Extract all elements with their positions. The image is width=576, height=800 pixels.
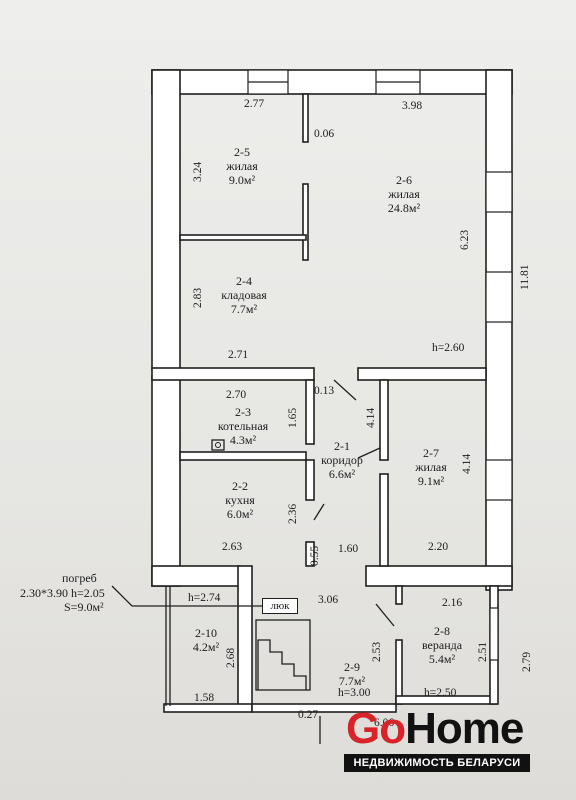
interior-walls xyxy=(111,93,499,744)
room-2-7-id: 2-7 xyxy=(422,446,439,460)
room-2-5-name: жилая xyxy=(226,159,258,173)
room-2-1-id: 2-1 xyxy=(334,439,350,453)
room-2-2-name: кухня xyxy=(225,493,255,507)
room-2-1-name: коридор xyxy=(321,453,363,467)
dim-2-70: 2.70 xyxy=(226,389,247,401)
dim-1-65: 1.65 xyxy=(287,407,299,428)
room-2-5-label: 2-5 жилая 9.0м² xyxy=(226,145,258,187)
dim-2-53: 2.53 xyxy=(371,641,383,662)
cellar-area: S=9.0м² xyxy=(64,600,104,614)
room-2-3-label: 2-3 котельная 4.3м² xyxy=(218,405,268,447)
room-2-6-name: жилая xyxy=(388,187,420,201)
dim-2-20: 2.20 xyxy=(428,541,449,553)
gohome-logo: GoHome xyxy=(346,704,524,753)
room-2-2-area: 6.0м² xyxy=(226,507,254,521)
dim-2-36: 2.36 xyxy=(287,503,299,524)
room-2-3-name: котельная xyxy=(217,419,269,433)
room-2-1-label: 2-1 коридор 6.6м² xyxy=(321,439,363,481)
height-label-2-8: h=2.50 xyxy=(424,687,457,699)
room-2-1-area: 6.6м² xyxy=(328,467,356,481)
room-2-6-id: 2-6 xyxy=(395,173,412,187)
logo-tagline: НЕДВИЖИМОСТЬ БЕЛАРУСИ xyxy=(344,754,530,772)
dim-3-24: 3.24 xyxy=(192,161,204,182)
height-label-2-10: h=2.74 xyxy=(188,592,221,604)
room-2-4-id: 2-4 xyxy=(235,274,252,288)
room-2-4-name: кладовая xyxy=(221,288,267,302)
dim-3-06: 3.06 xyxy=(318,594,339,606)
dim-0-13: 0.13 xyxy=(314,385,335,397)
room-2-9-id: 2-9 xyxy=(343,660,360,674)
room-2-2-id: 2-2 xyxy=(231,479,248,493)
room-2-6-area: 24.8м² xyxy=(387,201,421,215)
room-2-4-area: 7.7м² xyxy=(230,302,258,316)
cellar-size: 2.30*3.90 h=2.05 xyxy=(20,586,105,600)
dim-2-51: 2.51 xyxy=(477,641,489,662)
room-2-8-area: 5.4м² xyxy=(428,652,456,666)
dim-1-58: 1.58 xyxy=(194,692,215,704)
outer-walls xyxy=(151,69,513,591)
room-2-10-label: 2-10 4.2м² xyxy=(193,626,219,654)
room-2-10-area: 4.2м² xyxy=(192,640,220,654)
room-2-9-label: 2-9 7.7м² xyxy=(339,660,365,688)
cellar-hatch-label: люк xyxy=(262,598,298,614)
room-2-8-name: веранда xyxy=(421,638,463,652)
height-label-2-9: h=3.00 xyxy=(338,687,371,699)
dim-0-55: 0.55 xyxy=(309,545,321,566)
dim-2-68: 2.68 xyxy=(225,647,237,668)
dim-1-60: 1.60 xyxy=(338,543,359,555)
room-2-8-label: 2-8 веранда 5.4м² xyxy=(422,624,462,666)
room-2-8-id: 2-8 xyxy=(433,624,450,638)
dim-4-14-corridor: 4.14 xyxy=(365,407,377,428)
dim-6-23: 6.23 xyxy=(459,229,471,250)
room-2-3-id: 2-3 xyxy=(235,405,251,419)
dim-2-16: 2.16 xyxy=(442,597,463,609)
room-2-3-area: 4.3м² xyxy=(229,433,257,447)
dim-3-98: 3.98 xyxy=(402,100,423,112)
dim-2-83: 2.83 xyxy=(192,287,204,308)
dim-11-81: 11.81 xyxy=(519,264,531,290)
room-2-9-area: 7.7м² xyxy=(338,674,366,688)
room-2-6-label: 2-6 жилая 24.8м² xyxy=(388,173,420,215)
dim-6-06: 6.06 xyxy=(374,717,395,729)
dim-0-06: 0.06 xyxy=(314,128,335,140)
room-2-5-id: 2-5 xyxy=(233,145,250,159)
room-2-7-label: 2-7 жилая 9.1м² xyxy=(415,446,447,488)
room-2-4-label: 2-4 кладовая 7.7м² xyxy=(221,274,267,316)
dim-2-71: 2.71 xyxy=(228,349,249,361)
logo-go-text: Go xyxy=(346,704,406,753)
dim-4-14-room: 4.14 xyxy=(461,453,473,474)
cellar-title: погреб xyxy=(62,571,97,585)
room-2-5-area: 9.0м² xyxy=(228,173,256,187)
room-2-10-id: 2-10 xyxy=(194,626,217,640)
dim-2-77: 2.77 xyxy=(244,98,265,110)
room-2-2-label: 2-2 кухня 6.0м² xyxy=(225,479,255,521)
room-2-7-name: жилая xyxy=(415,460,447,474)
logo-home-text: Home xyxy=(405,704,524,753)
dim-0-27: 0.27 xyxy=(298,709,319,721)
dim-2-63: 2.63 xyxy=(222,541,243,553)
room-2-7-area: 9.1м² xyxy=(417,474,445,488)
height-label-2-6: h=2.60 xyxy=(432,342,465,354)
dim-2-79: 2.79 xyxy=(521,651,533,672)
